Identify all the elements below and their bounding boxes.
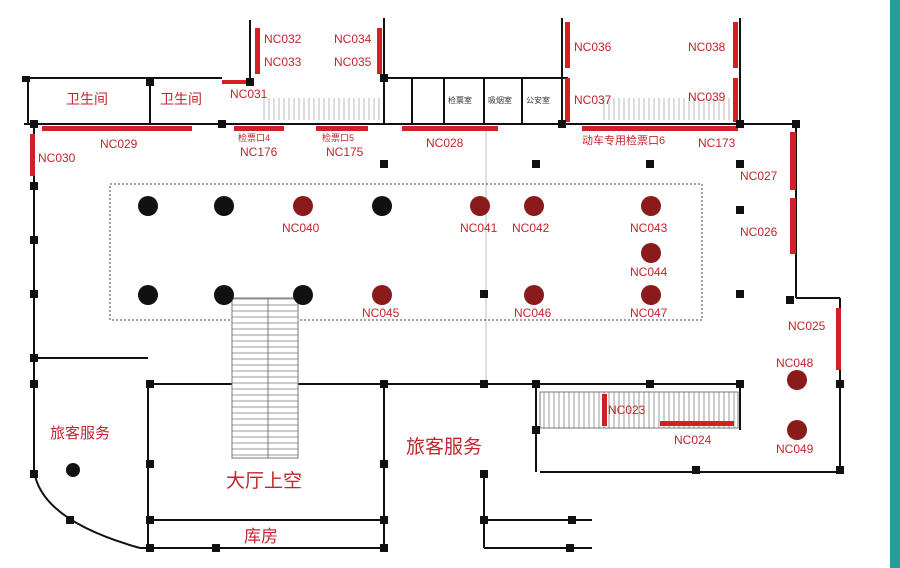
booth-nc038[interactable]: NC038 — [688, 40, 726, 54]
booth-nc034[interactable]: NC034 — [334, 32, 372, 46]
booth-nc037[interactable]: NC037 — [574, 93, 612, 107]
stairs-main — [231, 297, 299, 459]
column-nc041[interactable]: NC041 — [460, 221, 498, 235]
booth-nc176[interactable]: NC176 — [240, 145, 278, 159]
hall-void-outline — [109, 183, 703, 321]
column-nc046[interactable]: NC046 — [514, 306, 552, 320]
room-restroom-2: 卫生间 — [160, 91, 202, 107]
column-nc040[interactable]: NC040 — [282, 221, 320, 235]
room-smoking: 吸烟室 — [488, 96, 512, 105]
gate-4-label: 检票口4 — [238, 133, 271, 143]
column-nc047[interactable]: NC047 — [630, 306, 668, 320]
room-storage: 库房 — [244, 527, 278, 546]
booth-nc030[interactable]: NC030 — [38, 151, 76, 165]
room-police: 公安室 — [526, 96, 550, 105]
booth-nc025[interactable]: NC025 — [788, 319, 826, 333]
booth-nc035[interactable]: NC035 — [334, 55, 372, 69]
booth-nc036[interactable]: NC036 — [574, 40, 612, 54]
column-nc048[interactable]: NC048 — [776, 356, 814, 370]
booth-nc173[interactable]: NC173 — [698, 136, 736, 150]
booth-nc033[interactable]: NC033 — [264, 55, 302, 69]
room-ticket-check: 检票室 — [448, 96, 472, 105]
hall-columns — [66, 196, 807, 477]
booth-nc024[interactable]: NC024 — [674, 433, 712, 447]
booth-nc026[interactable]: NC026 — [740, 225, 778, 239]
gate-railing-4-5 — [262, 98, 380, 120]
room-passenger-service-center: 旅客服务 — [406, 437, 483, 458]
pillar-markers — [22, 74, 844, 552]
booth-nc028[interactable]: NC028 — [426, 136, 464, 150]
column-nc049[interactable]: NC049 — [776, 442, 814, 456]
column-nc043[interactable]: NC043 — [630, 221, 668, 235]
column-nc045[interactable]: NC045 — [362, 306, 400, 320]
booth-nc039[interactable]: NC039 — [688, 90, 726, 104]
booth-nc032[interactable]: NC032 — [264, 32, 302, 46]
booth-nc027[interactable]: NC027 — [740, 169, 778, 183]
edge-bar — [890, 0, 900, 568]
gate-railing-6 — [600, 98, 736, 120]
booth-bars — [30, 22, 841, 426]
room-passenger-service-left: 旅客服务 — [50, 425, 111, 442]
room-hall-void: 大厅上空 — [226, 471, 303, 492]
room-restroom-1: 卫生间 — [66, 91, 108, 107]
booth-nc031[interactable]: NC031 — [230, 87, 268, 101]
gate-5-label: 检票口5 — [322, 133, 355, 143]
column-nc044[interactable]: NC044 — [630, 265, 668, 279]
booth-nc023[interactable]: NC023 — [608, 403, 646, 417]
column-nc042[interactable]: NC042 — [512, 221, 550, 235]
booth-nc175[interactable]: NC175 — [326, 145, 364, 159]
gate-6-label: 动车专用检票口6 — [582, 135, 666, 147]
booth-nc029[interactable]: NC029 — [100, 137, 138, 151]
